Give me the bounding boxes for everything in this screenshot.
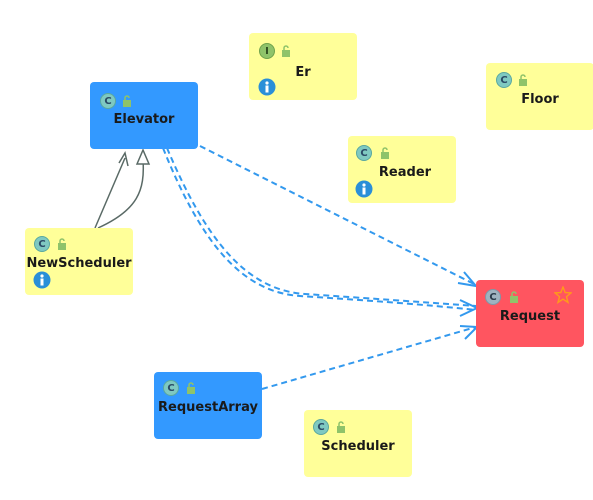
class-icon: C xyxy=(313,419,329,435)
node-label: Er xyxy=(295,65,311,80)
node-requestarray[interactable]: C RequestArray xyxy=(154,372,262,439)
open-arrowhead xyxy=(118,151,129,167)
class-icon: C xyxy=(163,380,179,396)
node-newscheduler[interactable]: C NewScheduler xyxy=(25,228,133,295)
info-icon xyxy=(33,271,51,289)
node-label: Reader xyxy=(378,165,432,180)
node-label: RequestArray xyxy=(158,400,258,415)
edge-requestarray-request xyxy=(261,326,477,390)
node-floor[interactable]: C Floor xyxy=(486,63,593,130)
inheritance-arrowhead xyxy=(135,148,151,165)
info-icon xyxy=(355,180,373,198)
node-reader[interactable]: C Reader xyxy=(348,136,456,203)
lock-icon xyxy=(337,421,345,433)
edge-elevator-request xyxy=(199,145,475,285)
node-label: Elevator xyxy=(113,112,175,127)
lock-icon xyxy=(519,74,527,86)
lock-icon xyxy=(58,238,66,250)
node-request[interactable]: C Request xyxy=(476,280,584,347)
class-icon: C xyxy=(485,289,501,305)
class-icon: C xyxy=(356,145,372,161)
node-label: Floor xyxy=(521,92,559,107)
lock-icon xyxy=(123,95,131,107)
edge-newscheduler-elevator xyxy=(97,159,145,229)
lock-icon xyxy=(510,291,518,303)
edge-newscheduler-elevator xyxy=(94,157,126,229)
class-icon: C xyxy=(496,72,512,88)
class-icon: C xyxy=(34,236,50,252)
node-er[interactable]: I Er xyxy=(249,33,357,100)
node-scheduler[interactable]: C Scheduler xyxy=(304,410,412,477)
lock-icon xyxy=(381,147,389,159)
node-elevator[interactable]: C Elevator xyxy=(90,82,198,149)
node-label: NewScheduler xyxy=(26,256,132,271)
class-icon: C xyxy=(100,93,116,109)
star-icon xyxy=(554,286,572,304)
edge-elevator-request xyxy=(166,147,477,307)
lock-icon xyxy=(282,45,290,57)
node-label: Scheduler xyxy=(321,439,395,454)
info-icon xyxy=(258,78,276,96)
node-label: Request xyxy=(499,309,561,324)
edge-elevator-request xyxy=(162,147,477,311)
open-arrowhead xyxy=(457,271,479,288)
interface-icon: I xyxy=(259,43,275,59)
lock-icon xyxy=(187,382,195,394)
